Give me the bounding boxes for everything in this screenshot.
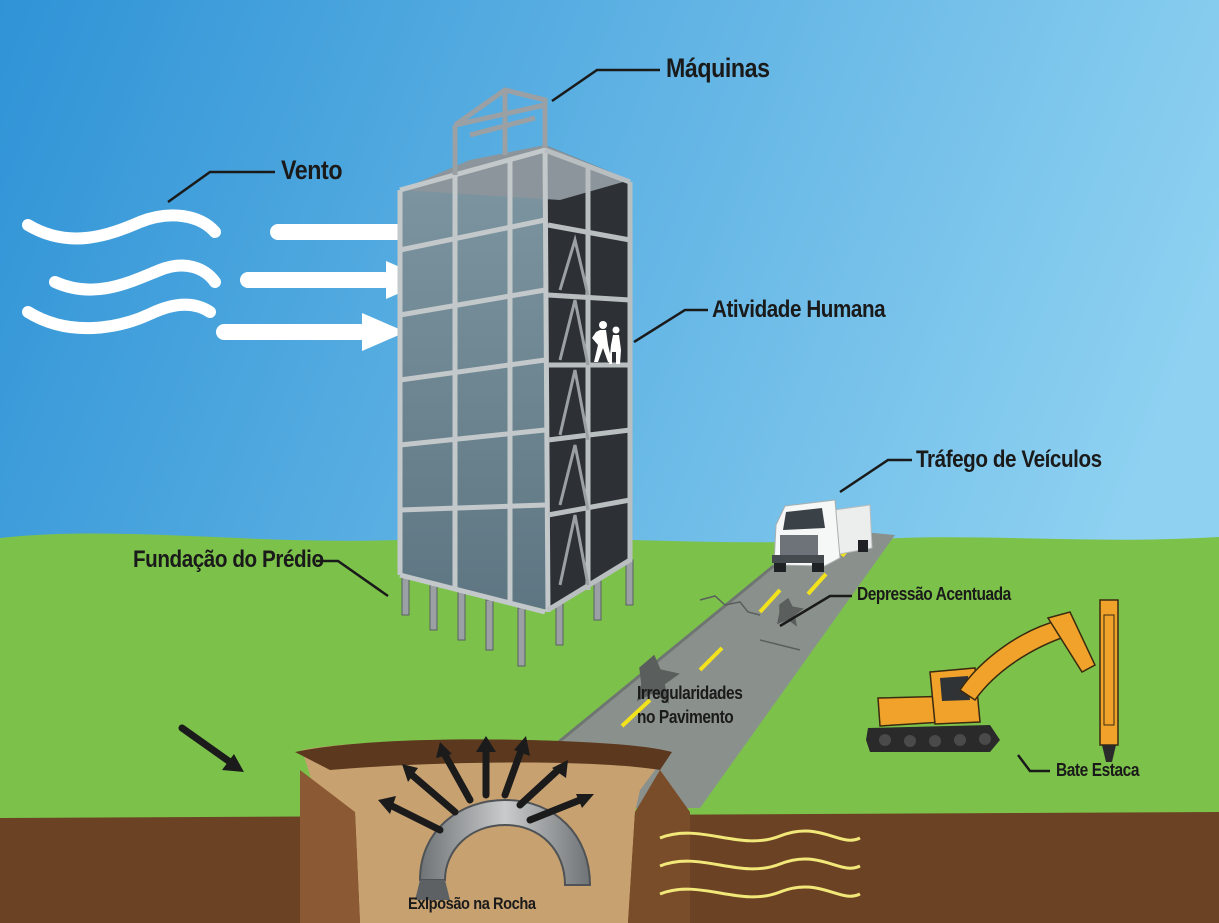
wind-arrows bbox=[216, 213, 460, 351]
label-irregularidades-line1: Irregularidades bbox=[637, 683, 743, 703]
leader-vento bbox=[167, 170, 275, 204]
rooftop-machinery bbox=[452, 87, 548, 175]
leader-depressao bbox=[779, 594, 852, 628]
building bbox=[397, 87, 634, 667]
leader-trafego bbox=[839, 458, 912, 494]
wind-waves bbox=[22, 209, 221, 335]
label-explosao-rocha: Exlposão na Rocha bbox=[408, 894, 536, 913]
leader-fundacao bbox=[316, 559, 389, 598]
label-maquinas: Máquinas bbox=[666, 53, 770, 83]
road-center-line bbox=[620, 538, 857, 728]
leader-atividade bbox=[633, 308, 708, 344]
leader-bate-estaca bbox=[1017, 754, 1050, 773]
truck bbox=[772, 499, 873, 572]
leader-maquinas bbox=[551, 68, 660, 103]
ground-arrow bbox=[178, 724, 244, 772]
pile-driver-excavator bbox=[866, 599, 1119, 762]
road bbox=[478, 528, 895, 808]
label-bate-estaca: Bate Estaca bbox=[1056, 760, 1140, 780]
leader-lines bbox=[167, 68, 1050, 773]
pit-wall-right bbox=[628, 770, 690, 923]
rock-tunnel-end bbox=[415, 880, 450, 900]
label-depressao-acentuada: Depressão Acentuada bbox=[857, 584, 1011, 604]
label-vento: Vento bbox=[281, 155, 343, 185]
label-atividade-humana: Atividade Humana bbox=[712, 296, 886, 323]
road-cracks bbox=[636, 595, 804, 704]
label-trafego-veiculos: Tráfego de Veículos bbox=[916, 446, 1102, 473]
blast-arrows bbox=[378, 736, 594, 834]
label-fundacao-predio: Fundação do Prédio bbox=[133, 546, 324, 573]
label-irregularidades-line2: no Pavimento bbox=[637, 707, 734, 727]
people-icon bbox=[592, 321, 621, 364]
rock-tunnel bbox=[418, 798, 592, 886]
groundwater-waves bbox=[659, 829, 861, 899]
pit-wall-left bbox=[300, 770, 360, 923]
